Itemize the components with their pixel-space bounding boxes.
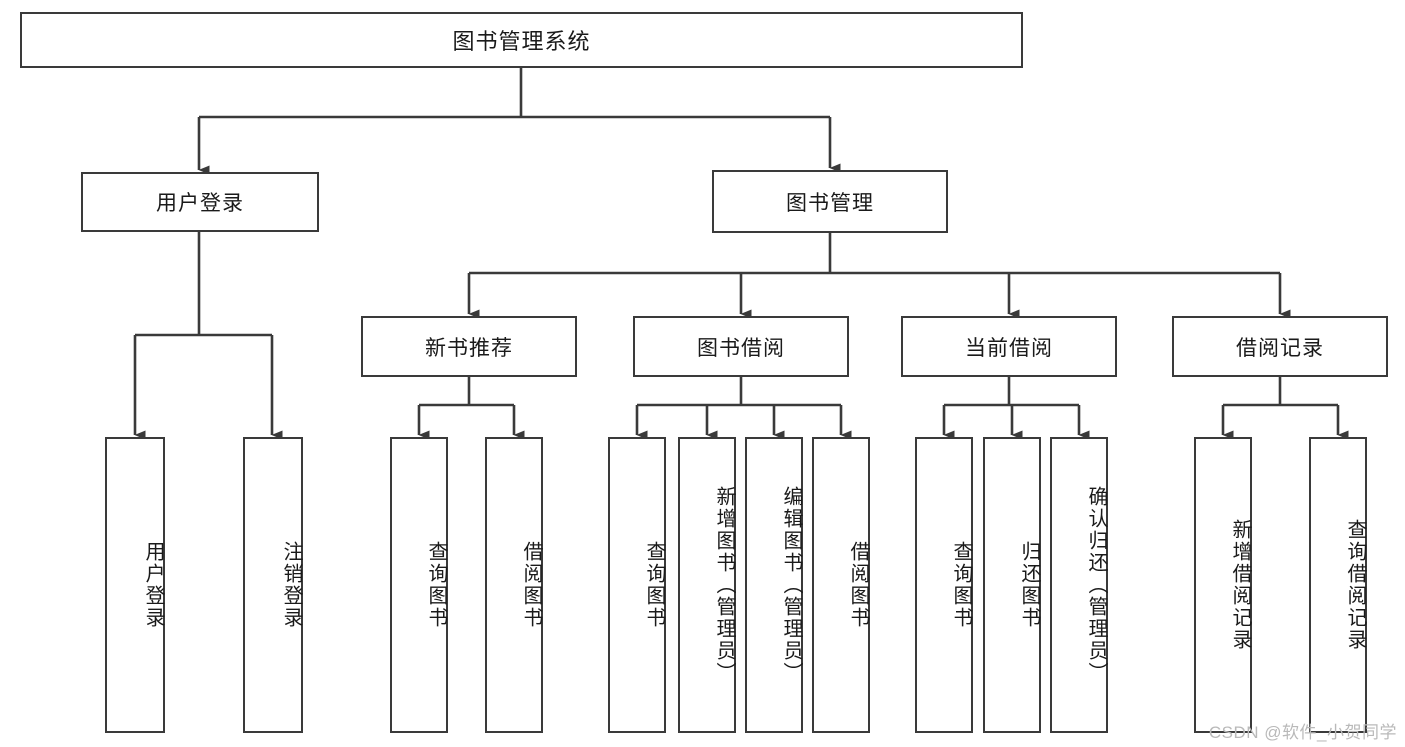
node-leaf-query-book-borrow[interactable]: 查询图书 <box>608 437 666 733</box>
node-label: 确认归还（管理员） <box>1085 486 1107 684</box>
node-leaf-logout[interactable]: 注销登录 <box>243 437 303 733</box>
node-leaf-borrow-book-recommend[interactable]: 借阅图书 <box>485 437 543 733</box>
node-leaf-return-book[interactable]: 归还图书 <box>983 437 1041 733</box>
node-label: 图书借阅 <box>697 336 785 360</box>
node-label: 图书管理 <box>786 191 874 215</box>
watermark-csdn: CSDN @软件_小贺同学 <box>1208 723 1397 742</box>
node-leaf-add-borrow-record[interactable]: 新增借阅记录 <box>1194 437 1252 733</box>
node-leaf-query-book-recommend[interactable]: 查询图书 <box>390 437 448 733</box>
node-label: 查询图书 <box>950 541 972 629</box>
node-label: 图书管理系统 <box>452 29 591 54</box>
node-leaf-query-borrow-record[interactable]: 查询借阅记录 <box>1309 437 1367 733</box>
node-user-login[interactable]: 用户登录 <box>81 172 319 232</box>
node-leaf-add-book-admin[interactable]: 新增图书（管理员） <box>678 437 736 733</box>
node-book-borrow[interactable]: 图书借阅 <box>633 316 849 377</box>
node-label: 新书推荐 <box>425 336 513 360</box>
node-label: 当前借阅 <box>965 336 1053 360</box>
node-label: 用户登录 <box>142 541 164 629</box>
node-leaf-edit-book-admin[interactable]: 编辑图书（管理员） <box>745 437 803 733</box>
node-label: 查询图书 <box>425 541 447 629</box>
node-label: 归还图书 <box>1018 541 1040 629</box>
node-label: 新增图书（管理员） <box>713 486 735 684</box>
node-current-borrow[interactable]: 当前借阅 <box>901 316 1117 377</box>
node-root-book-management-system[interactable]: 图书管理系统 <box>20 12 1023 68</box>
node-label: 用户登录 <box>156 192 244 215</box>
node-book-management[interactable]: 图书管理 <box>712 170 948 233</box>
node-label: 借阅图书 <box>847 541 869 629</box>
node-borrow-record[interactable]: 借阅记录 <box>1172 316 1388 377</box>
node-label: 借阅记录 <box>1236 336 1324 360</box>
node-label: 查询借阅记录 <box>1344 519 1366 651</box>
node-label: 编辑图书（管理员） <box>780 486 802 684</box>
node-new-book-recommend[interactable]: 新书推荐 <box>361 316 577 377</box>
node-leaf-user-login[interactable]: 用户登录 <box>105 437 165 733</box>
node-label: 注销登录 <box>280 541 302 629</box>
node-label: 借阅图书 <box>520 541 542 629</box>
node-leaf-confirm-return-admin[interactable]: 确认归还（管理员） <box>1050 437 1108 733</box>
node-label: 查询图书 <box>643 541 665 629</box>
node-leaf-borrow-book[interactable]: 借阅图书 <box>812 437 870 733</box>
node-leaf-query-book-current[interactable]: 查询图书 <box>915 437 973 733</box>
node-label: 新增借阅记录 <box>1229 519 1251 651</box>
